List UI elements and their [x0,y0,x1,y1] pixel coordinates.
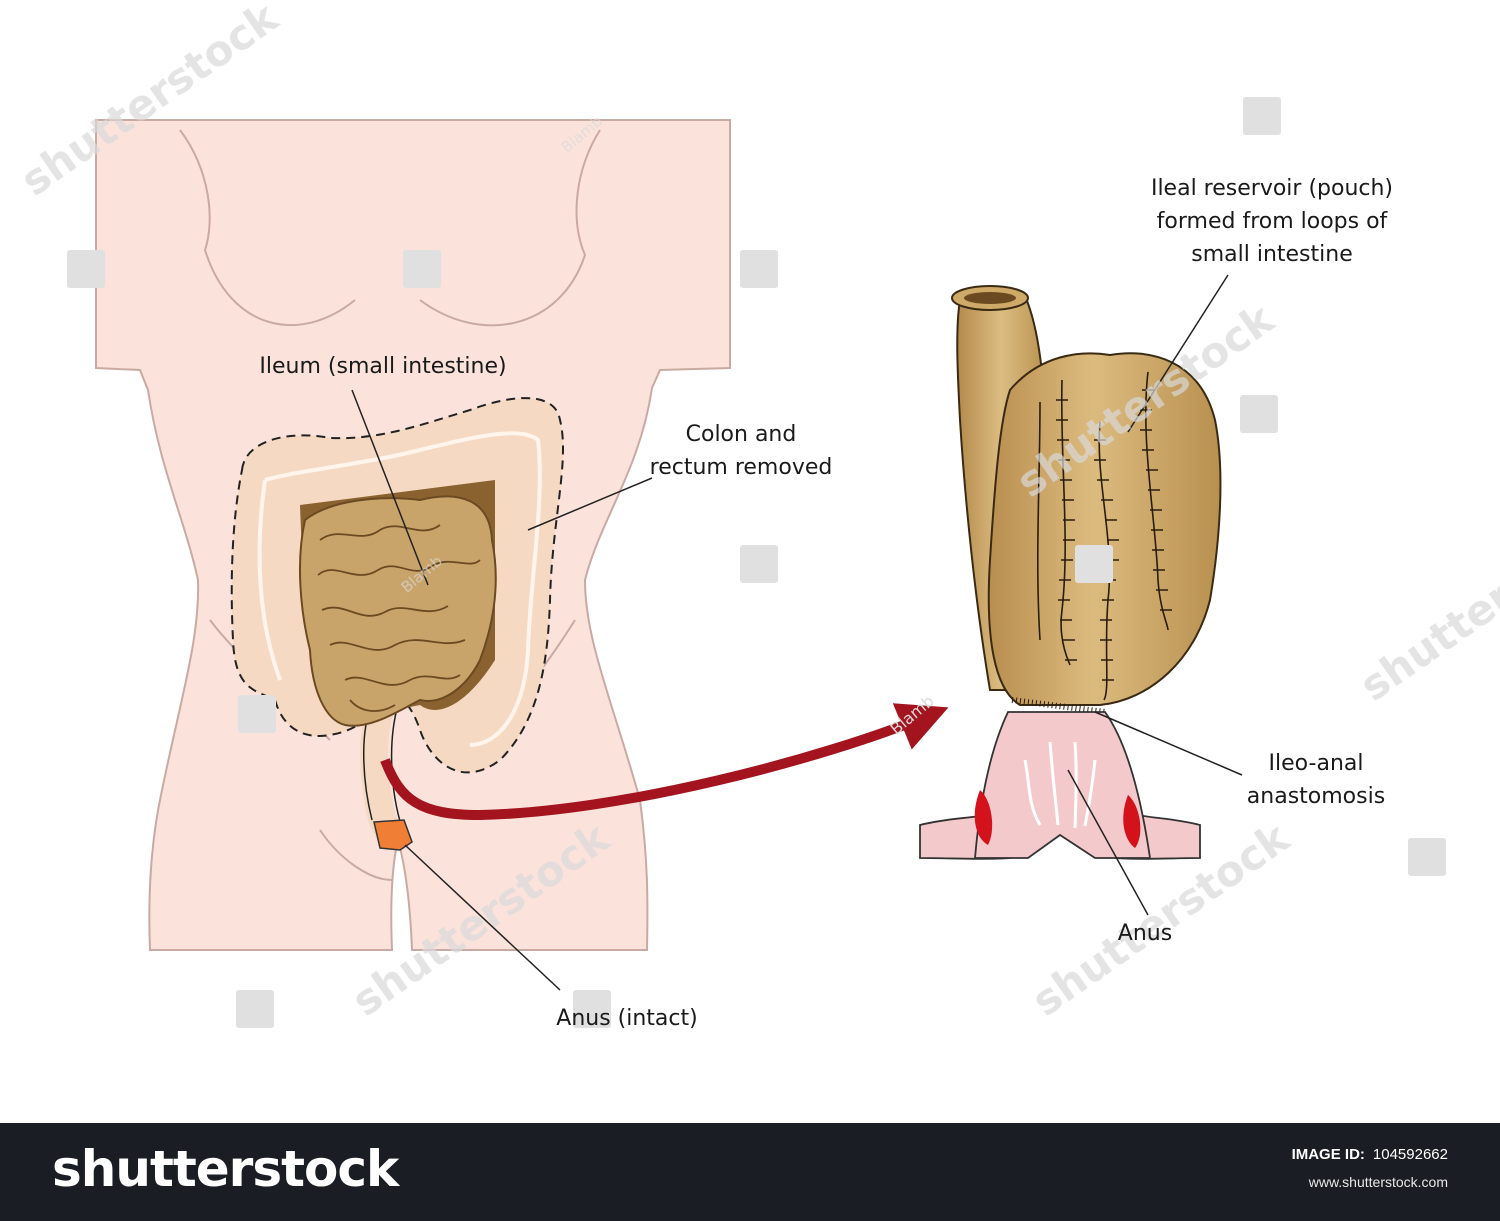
small-intestine [299,480,497,727]
leader-pouch [1127,274,1229,433]
leader-colon [527,477,653,531]
label-ileum: Ileum (small intestine) [259,354,507,379]
image-id-value: 104592662 [1372,1146,1448,1163]
anal-tissue [974,711,1152,859]
colon-inner-texture [257,431,542,747]
pouch-body [987,352,1222,706]
image-id-line: IMAGE ID: 104592662 [1292,1146,1448,1163]
leader-lines [351,274,1243,991]
leader-anastomosis [1094,711,1243,776]
watermark-stock-5: shutterstock [1351,497,1500,710]
leader-anus [1067,769,1149,916]
label-anus-intact: Anus (intact) [556,1006,698,1031]
transfer-arrow [380,703,949,821]
groin-line [319,829,393,881]
chest-contour-left [179,129,356,327]
ileal-pouch-group [951,285,1222,715]
leader-anus-intact [404,844,561,991]
arrow-watermark: Blamb [886,691,937,738]
label-anus: Anus [1117,921,1173,946]
ileum-mass [299,495,497,727]
tube-lumen [964,292,1016,304]
image-id-key: IMAGE ID: [1291,1146,1365,1163]
label-ileo-anal-anastomosis: Ileo-anal anastomosis [1246,751,1386,809]
footer-url: www.shutterstock.com [1308,1174,1448,1190]
anal-sphincter-right [1123,795,1141,848]
leader-ileum [351,389,429,586]
shutterstock-logo: shutterstock [52,1140,399,1198]
watermark-tiles [67,97,1446,1028]
ileum-loops [317,524,481,712]
label-colon-removed: Colon and rectum removed [649,422,833,480]
anal-canal [919,711,1201,860]
illustration-stage: Blamb [12,0,1500,1031]
label-ileal-reservoir: Ileal reservoir (pouch) formed from loop… [1150,176,1394,267]
anal-sphincter-left [974,790,993,845]
stock-footer-bar: shutterstock IMAGE ID: 104592662 www.shut… [0,1123,1500,1221]
diagram-canvas: Blamb [12,0,1500,1028]
suture-lines [1036,371,1169,701]
chest-contour-right [419,129,601,327]
